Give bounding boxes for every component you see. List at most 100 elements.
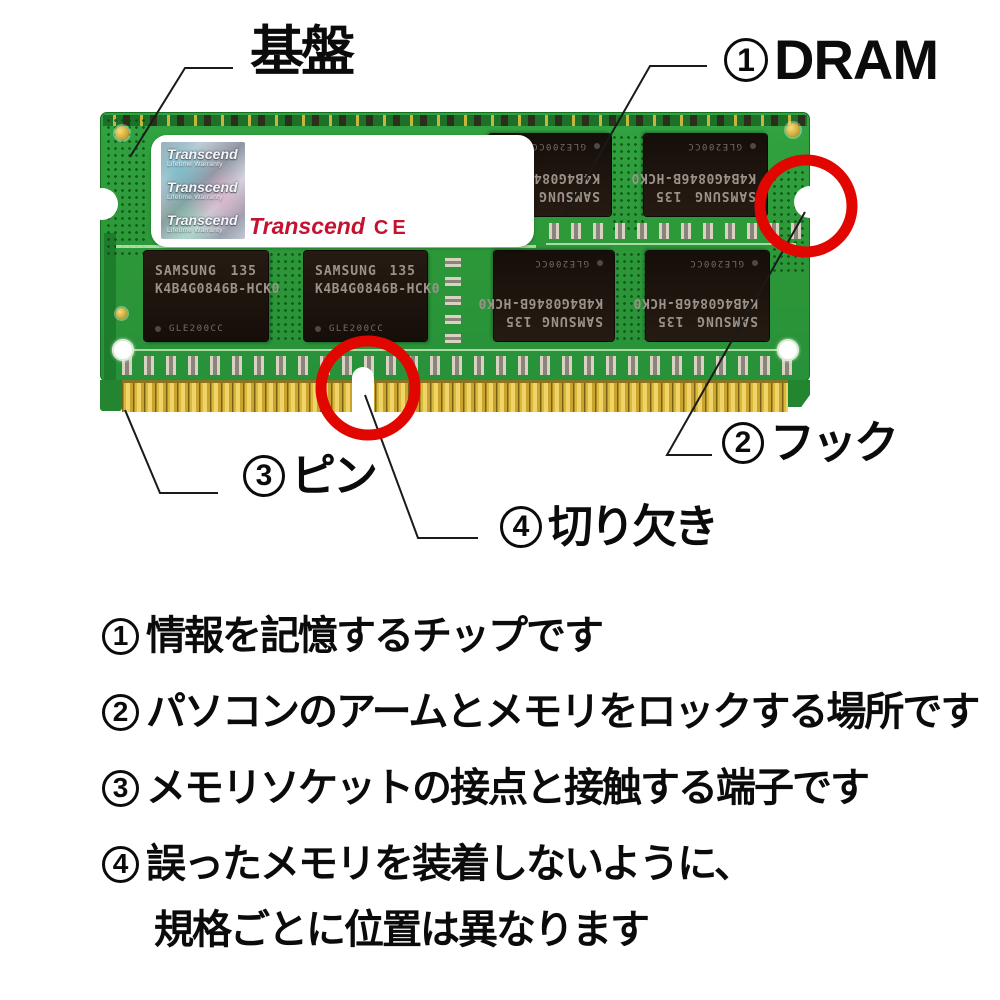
dram-chip: SAMSUNG 135 K4B4G0846B-HCK0 GLE200CC <box>304 251 440 341</box>
chip-part-number: K4B4G0846B-HCK0 <box>155 282 280 297</box>
sticker-brand: Transcend <box>167 146 238 162</box>
explanation-line-5: 規格ごとに位置は異なります <box>102 906 650 954</box>
callout-pin-text: ピン <box>291 450 378 501</box>
explanation-text: パソコンのアームとメモリをロックする場所です <box>146 690 980 734</box>
explanation-number: 1 <box>102 617 139 655</box>
explanation-text: 誤ったメモリを装着しないように、 <box>146 842 754 886</box>
brand-logo: Transcend CE <box>249 213 410 239</box>
chip-maker: SAMSUNG <box>538 188 600 203</box>
sticker-row: Transcend Lifetime Warranty <box>167 180 239 202</box>
callout-hook: 2 フック <box>722 417 899 468</box>
edge-connector-pins <box>122 380 788 412</box>
leader-line-pin <box>124 409 218 494</box>
smd-component-column <box>445 251 461 346</box>
dram-chip: SAMSUNG 135 K4B4G0846B-HCK0 GLE200CC <box>478 251 614 341</box>
chip-pin1-dot <box>752 260 758 266</box>
callout-notch-number: 4 <box>500 505 542 548</box>
gold-test-pad <box>786 123 800 137</box>
chip-lot: 135 <box>657 313 684 328</box>
sticker-subtext: Lifetime Warranty <box>167 161 223 168</box>
explanation-text: メモリソケットの接点と接触する端子です <box>146 766 870 810</box>
chip-code: GLE200CC <box>169 324 225 334</box>
sticker-brand: Transcend <box>167 211 238 228</box>
chip-code: GLE200CC <box>329 324 385 334</box>
sticker-row: Transcend Lifetime Warranty <box>167 147 239 169</box>
explanation-number: 2 <box>102 693 139 731</box>
trace-line <box>546 243 796 245</box>
callout-notch-text: 切り欠き <box>548 501 719 552</box>
sticker-brand: Transcend <box>167 178 238 195</box>
top-edge-components <box>103 115 807 126</box>
chip-code: GLE200CC <box>533 258 589 268</box>
trace-line <box>121 349 791 351</box>
chip-code: GLE200CC <box>530 141 586 151</box>
mounting-hole <box>112 339 134 361</box>
explanation-number: 3 <box>102 769 139 807</box>
explanation-line-3: 3 メモリソケットの接点と接触する端子です <box>102 764 870 812</box>
chip-maker: SAMSUNG <box>694 188 756 203</box>
sticker-subtext: Lifetime Warranty <box>167 226 223 234</box>
chip-lot: 135 <box>389 264 416 279</box>
sticker-subtext: Lifetime Warranty <box>167 193 223 201</box>
chip-pin1-dot <box>315 326 321 332</box>
memory-module: SAMSUNG 135 K4B4G0846B-HCK0 GLE200CC SAMS… <box>86 112 826 414</box>
chip-pin1-dot <box>597 260 603 266</box>
explanation-text: 情報を記憶するチップです <box>146 614 604 658</box>
transcend-logo-text: Transcend <box>249 213 365 239</box>
via-field <box>614 251 646 343</box>
callout-dram-number: 1 <box>724 38 768 83</box>
gold-test-pad <box>115 126 129 140</box>
retention-notch-right <box>794 186 826 218</box>
product-label: Transcend Lifetime Warranty Transcend Li… <box>151 135 534 247</box>
via-field <box>105 117 149 257</box>
chip-part-number: K4B4G0846B-HCK0 <box>478 295 603 310</box>
chip-pin1-dot <box>750 143 756 149</box>
leader-line-notch <box>364 394 478 539</box>
chip-part-number: K4B4G0846B-HCK0 <box>631 170 756 185</box>
explanation-text: 規格ごとに位置は異なります <box>154 908 650 952</box>
callout-board: 基盤 <box>250 22 355 82</box>
dram-chip: SAMSUNG 135 K4B4G0846B-HCK0 GLE200CC <box>633 251 769 341</box>
explanation-line-2: 2 パソコンのアームとメモリをロックする場所です <box>102 688 980 736</box>
callout-hook-number: 2 <box>722 421 764 464</box>
dram-chip: SAMSUNG 135 K4B4G0846B-HCK0 GLE200CC <box>631 134 767 216</box>
chip-maker: SAMSUNG <box>315 264 377 279</box>
chip-maker: SAMSUNG <box>541 313 603 328</box>
via-field <box>268 251 304 343</box>
chip-maker: SAMSUNG <box>696 313 758 328</box>
smd-component-row <box>119 356 793 375</box>
pcb-board: SAMSUNG 135 K4B4G0846B-HCK0 GLE200CC SAMS… <box>100 112 810 382</box>
callout-dram-text: DRAM <box>774 28 939 91</box>
explanation-line-1: 1 情報を記憶するチップです <box>102 612 604 660</box>
dram-chip: SAMSUNG 135 K4B4G0846B-HCK0 GLE200CC <box>144 251 280 341</box>
explanation-line-4: 4 誤ったメモリを装着しないように、 <box>102 840 754 888</box>
chip-code: GLE200CC <box>686 141 742 151</box>
chip-pin1-dot <box>594 143 600 149</box>
chip-lot: 135 <box>655 188 682 203</box>
ce-mark: CE <box>373 217 410 239</box>
chip-part-number: K4B4G0846B-HCK0 <box>633 295 758 310</box>
callout-pin: 3 ピン <box>243 450 378 501</box>
callout-dram: 1 DRAM <box>724 28 939 91</box>
smd-component-row <box>546 223 809 239</box>
sticker-row: Transcend Lifetime Warranty <box>167 213 239 235</box>
callout-pin-number: 3 <box>243 454 285 497</box>
gold-test-pad <box>116 308 127 319</box>
chip-part-number: K4B4G0846B-HCK0 <box>315 282 440 297</box>
key-notch-slot <box>352 367 374 414</box>
callout-board-text: 基盤 <box>250 22 355 82</box>
chip-code: GLE200CC <box>688 258 744 268</box>
chip-pin1-dot <box>155 326 161 332</box>
chip-lot: 135 <box>230 264 257 279</box>
pcb-corner-tab-right <box>788 380 810 407</box>
explanation-number: 4 <box>102 845 139 883</box>
callout-notch: 4 切り欠き <box>500 501 719 552</box>
mounting-hole <box>777 339 799 361</box>
chip-lot: 135 <box>505 313 532 328</box>
pcb-corner-tab-left <box>100 380 122 411</box>
retention-notch-left <box>86 188 118 220</box>
callout-hook-text: フック <box>770 417 899 468</box>
chip-maker: SAMSUNG <box>155 264 217 279</box>
via-field <box>771 169 808 275</box>
warranty-sticker: Transcend Lifetime Warranty Transcend Li… <box>161 142 245 239</box>
